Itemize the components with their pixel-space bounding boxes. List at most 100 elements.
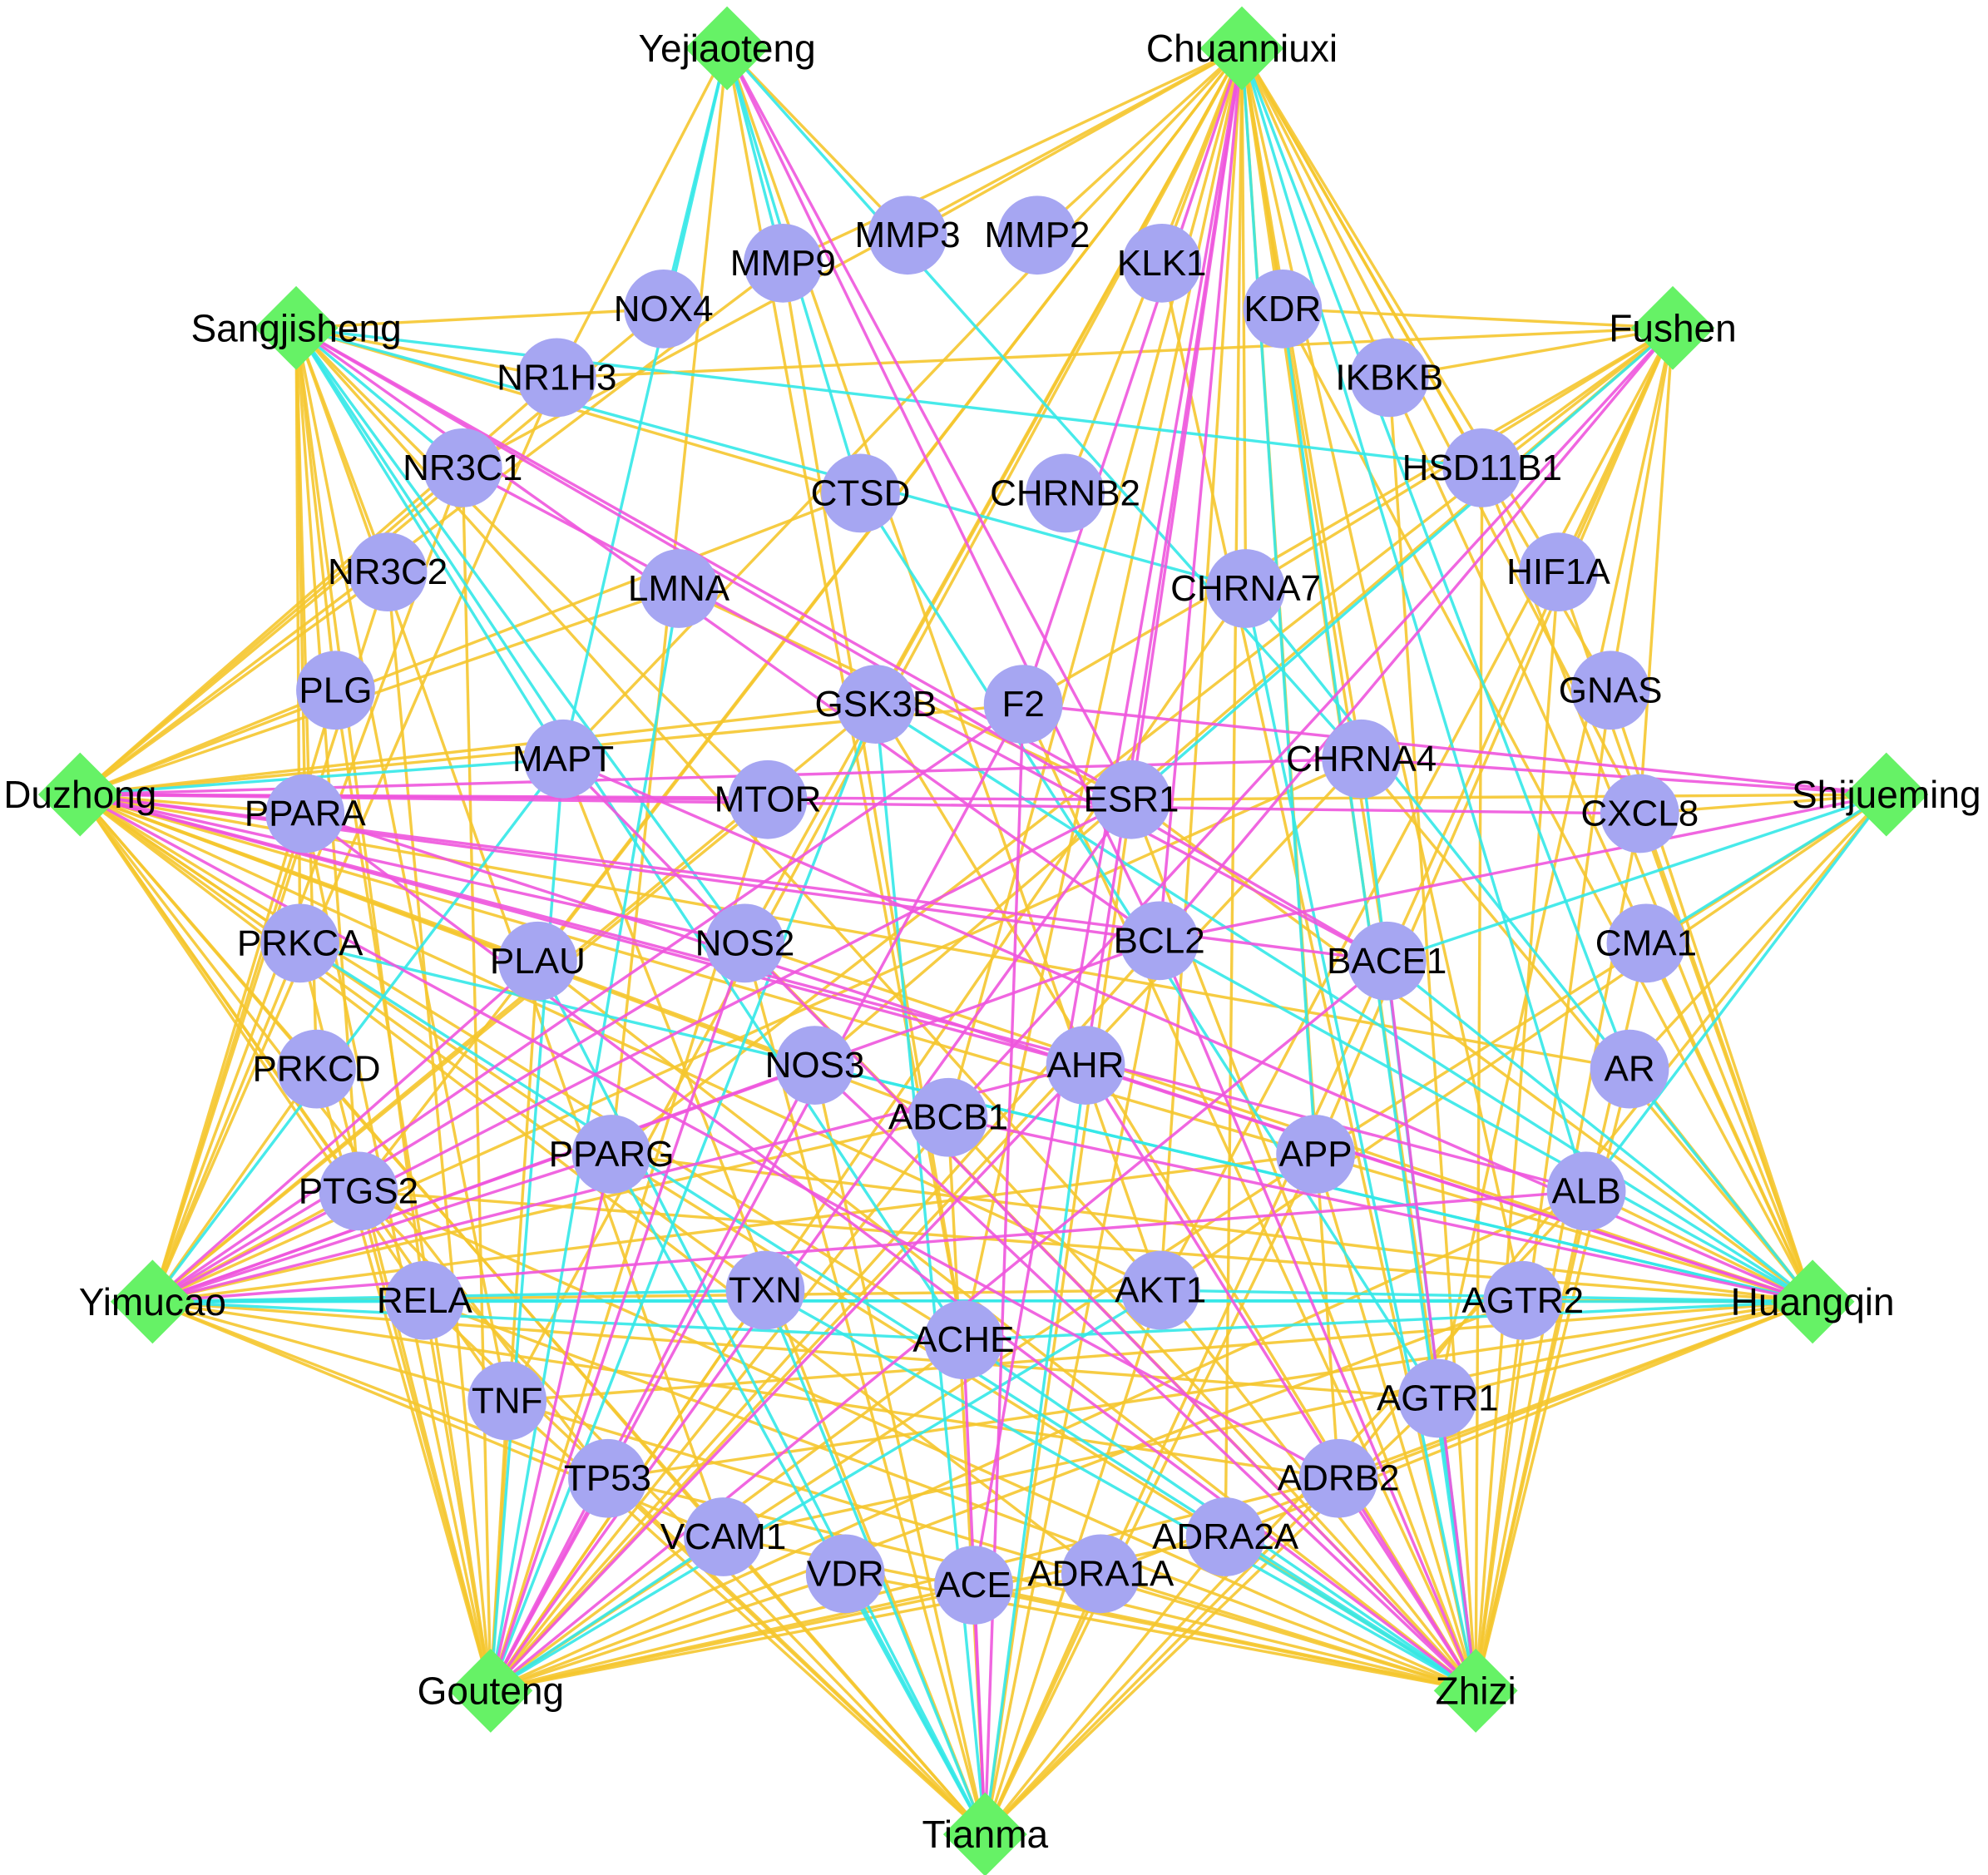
target-node-esr1[interactable]: ESR1 <box>1084 759 1179 839</box>
target-node-pparg[interactable]: PPARG <box>549 1115 675 1194</box>
target-node-gnas[interactable]: GNAS <box>1559 651 1663 730</box>
target-node-ctsd[interactable]: CTSD <box>811 453 911 533</box>
target-circle <box>1519 532 1598 612</box>
herb-node-sangjisheng[interactable]: Sangjisheng <box>190 285 402 370</box>
target-node-hif1a[interactable]: HIF1A <box>1506 532 1610 612</box>
target-node-bcl2[interactable]: BCL2 <box>1114 901 1205 981</box>
edge-duzhong-bcl2 <box>80 793 1160 942</box>
target-label: APP <box>1279 1134 1353 1175</box>
target-node-txn[interactable]: TXN <box>725 1250 805 1330</box>
target-node-bace1[interactable]: BACE1 <box>1327 921 1446 1001</box>
herb-node-yejiaoteng[interactable]: Yejiaoteng <box>638 6 816 91</box>
target-node-nox4[interactable]: NOX4 <box>614 269 714 349</box>
target-label: GSK3B <box>815 684 937 725</box>
target-label: AGTR2 <box>1461 1280 1584 1321</box>
target-node-ahr[interactable]: AHR <box>1046 1026 1125 1105</box>
target-label: VCAM1 <box>660 1516 787 1557</box>
target-label: CHRNB2 <box>990 472 1140 513</box>
target-node-cxcl8[interactable]: CXCL8 <box>1580 774 1699 853</box>
target-node-tp53[interactable]: TP53 <box>564 1438 651 1518</box>
target-label: NR3C1 <box>403 448 522 488</box>
target-node-nr1h3[interactable]: NR1H3 <box>497 338 616 418</box>
herb-node-huangqin[interactable]: Huangqin <box>1731 1259 1895 1344</box>
edge-yimucao-nr1h3 <box>151 377 558 1303</box>
target-node-vdr[interactable]: VDR <box>805 1534 885 1614</box>
target-node-chrna4[interactable]: CHRNA4 <box>1286 719 1437 799</box>
target-node-klk1[interactable]: KLK1 <box>1117 223 1207 303</box>
target-node-kdr[interactable]: KDR <box>1243 269 1323 349</box>
target-circle <box>705 903 784 983</box>
target-node-agtr1[interactable]: AGTR1 <box>1377 1358 1499 1438</box>
herb-node-fushen[interactable]: Fushen <box>1609 285 1737 370</box>
edge-huangqin-agtr1 <box>1437 1300 1813 1400</box>
target-node-nos3[interactable]: NOS3 <box>765 1026 865 1105</box>
herb-node-gouteng[interactable]: Gouteng <box>418 1648 564 1733</box>
edge-huangqin-app <box>1315 1152 1813 1304</box>
target-node-cma1[interactable]: CMA1 <box>1595 903 1697 983</box>
target-circle <box>1276 1115 1355 1194</box>
target-node-nos2[interactable]: NOS2 <box>695 903 795 983</box>
target-node-ace[interactable]: ACE <box>934 1546 1013 1625</box>
target-node-ppara[interactable]: PPARA <box>245 774 367 853</box>
target-node-akt1[interactable]: AKT1 <box>1115 1250 1206 1330</box>
target-node-mapt[interactable]: MAPT <box>512 719 614 799</box>
target-node-hsd11b1[interactable]: HSD11B1 <box>1402 428 1562 507</box>
herb-diamond <box>1630 285 1715 370</box>
herb-node-tianma[interactable]: Tianma <box>922 1792 1049 1875</box>
target-node-mtor[interactable]: MTOR <box>715 759 822 839</box>
target-node-adra2a[interactable]: ADRA2A <box>1152 1497 1299 1576</box>
target-node-alb[interactable]: ALB <box>1546 1151 1626 1231</box>
target-label: RELA <box>377 1280 473 1321</box>
target-node-mmp2[interactable]: MMP2 <box>984 195 1090 275</box>
edge-gouteng-abcb1 <box>489 1116 950 1692</box>
herb-label: Yimucao <box>79 1280 226 1323</box>
herb-node-shijueming[interactable]: Shijueming <box>1792 752 1981 837</box>
target-node-mmp3[interactable]: MMP3 <box>855 195 961 275</box>
target-node-ar[interactable]: AR <box>1590 1029 1669 1109</box>
target-node-nr3c1[interactable]: NR3C1 <box>403 428 522 507</box>
target-node-abcb1[interactable]: ABCB1 <box>888 1077 1008 1157</box>
target-node-app[interactable]: APP <box>1276 1115 1355 1194</box>
edge-chuanniuxi-alb <box>1240 47 1588 1192</box>
target-node-lmna[interactable]: LMNA <box>628 549 730 628</box>
target-node-adra1a[interactable]: ADRA1A <box>1027 1534 1175 1614</box>
edge-gouteng-mapt <box>489 759 565 1691</box>
herb-node-yimucao[interactable]: Yimucao <box>79 1259 226 1344</box>
target-node-ptgs2[interactable]: PTGS2 <box>299 1151 418 1231</box>
target-node-plg[interactable]: PLG <box>296 651 375 730</box>
target-node-plau[interactable]: PLAU <box>490 921 586 1001</box>
edge-zhizi-mapt <box>561 758 1477 1692</box>
edge-sangjisheng-ctsd <box>295 326 862 495</box>
edge-sangjisheng-nox4 <box>295 307 664 329</box>
target-node-tnf[interactable]: TNF <box>467 1361 547 1441</box>
target-circle <box>934 1546 1013 1625</box>
edge-yimucao-abcb1 <box>151 1116 949 1304</box>
edge-duzhong-txn <box>79 793 766 1292</box>
target-node-rela[interactable]: RELA <box>377 1260 473 1340</box>
target-node-chrna7[interactable]: CHRNA7 <box>1170 549 1321 628</box>
herb-node-duzhong[interactable]: Duzhong <box>3 752 156 837</box>
target-node-ikbkb[interactable]: IKBKB <box>1335 338 1443 418</box>
target-node-agtr2[interactable]: AGTR2 <box>1461 1260 1584 1340</box>
herb-node-zhizi[interactable]: Zhizi <box>1433 1648 1518 1733</box>
edge-sangjisheng-vcam1 <box>294 327 725 1538</box>
edge-gouteng-nos3 <box>489 1064 817 1692</box>
target-node-adrb2[interactable]: ADRB2 <box>1278 1438 1400 1518</box>
target-circle <box>423 428 502 507</box>
target-node-ache[interactable]: ACHE <box>912 1300 1014 1380</box>
target-node-mmp9[interactable]: MMP9 <box>730 223 836 303</box>
target-node-nr3c2[interactable]: NR3C2 <box>328 532 448 612</box>
target-label: ADRA2A <box>1152 1516 1299 1557</box>
target-node-prkca[interactable]: PRKCA <box>237 903 363 983</box>
target-node-gsk3b[interactable]: GSK3B <box>815 665 937 744</box>
herb-node-chuanniuxi[interactable]: Chuanniuxi <box>1146 6 1338 91</box>
herb-diamond <box>1199 6 1284 91</box>
target-label: ABCB1 <box>888 1097 1008 1138</box>
target-node-prkcd[interactable]: PRKCD <box>252 1029 381 1109</box>
target-node-chrnb2[interactable]: CHRNB2 <box>990 453 1140 533</box>
edge-yimucao-nos2 <box>151 942 746 1304</box>
edge-huangqin-bace1 <box>1386 959 1814 1304</box>
target-node-f2[interactable]: F2 <box>983 665 1063 744</box>
edge-sangjisheng-nr1h3 <box>295 326 557 379</box>
target-node-vcam1[interactable]: VCAM1 <box>660 1497 787 1576</box>
